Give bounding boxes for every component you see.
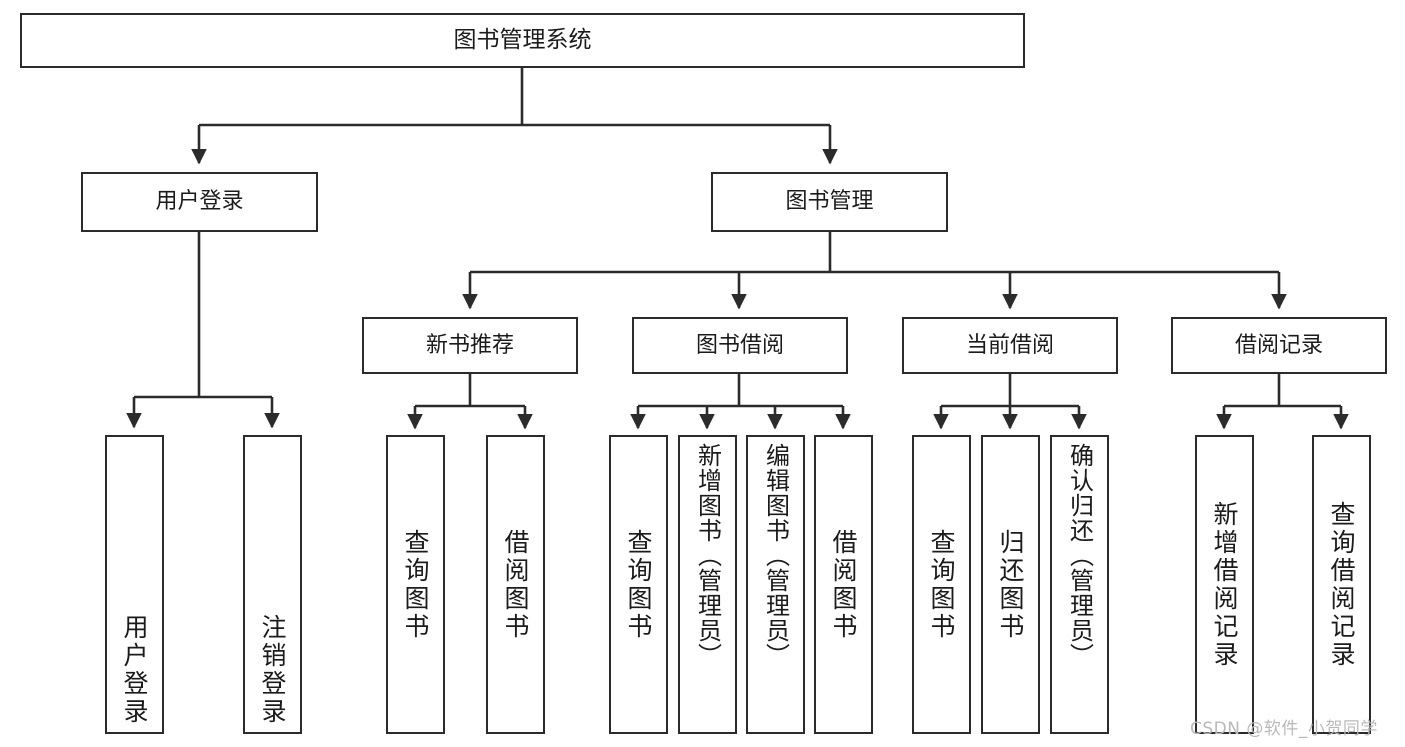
node-book-borrow[interactable]: 图书借阅 [632, 317, 848, 374]
node-leaf-add-book-label: 新增图书（管理员） [693, 443, 722, 668]
node-book-manage[interactable]: 图书管理 [711, 172, 948, 232]
node-book-borrow-label: 图书借阅 [695, 332, 784, 358]
node-leaf-confirm-return[interactable]: 确认归还（管理员） [1050, 435, 1109, 734]
node-new-book-rec-label: 新书推荐 [425, 332, 514, 358]
node-root-label: 图书管理系统 [453, 27, 592, 54]
node-leaf-borrow-book-1[interactable]: 借阅图书 [486, 435, 545, 734]
node-leaf-user-login-label: 用户登录 [120, 614, 149, 726]
node-leaf-query-record-label: 查询借阅记录 [1327, 500, 1356, 669]
watermark: CSDN @软件_小贺同学 [1190, 719, 1378, 739]
node-borrow-record-label: 借阅记录 [1234, 332, 1323, 358]
node-current-borrow-label: 当前借阅 [965, 332, 1054, 358]
node-leaf-borrow-book-1-label: 借阅图书 [501, 528, 530, 641]
node-borrow-record[interactable]: 借阅记录 [1171, 317, 1387, 374]
node-user-login[interactable]: 用户登录 [81, 172, 318, 232]
node-leaf-query-book-1-label: 查询图书 [401, 528, 430, 641]
node-leaf-confirm-return-label: 确认归还（管理员） [1065, 443, 1094, 668]
node-leaf-return-book[interactable]: 归还图书 [981, 435, 1040, 734]
node-leaf-query-book-2[interactable]: 查询图书 [609, 435, 668, 734]
node-leaf-borrow-book-2-label: 借阅图书 [829, 528, 858, 641]
node-leaf-user-logout-label: 注销登录 [258, 614, 287, 726]
node-leaf-query-book-2-label: 查询图书 [624, 528, 653, 641]
node-leaf-query-book-3-label: 查询图书 [927, 528, 956, 641]
node-leaf-user-logout[interactable]: 注销登录 [243, 435, 302, 734]
node-new-book-rec[interactable]: 新书推荐 [362, 317, 578, 374]
node-leaf-add-record-label: 新增借阅记录 [1210, 500, 1239, 669]
node-leaf-edit-book[interactable]: 编辑图书（管理员） [746, 435, 805, 734]
node-leaf-borrow-book-2[interactable]: 借阅图书 [814, 435, 873, 734]
node-root[interactable]: 图书管理系统 [20, 13, 1025, 68]
node-current-borrow[interactable]: 当前借阅 [902, 317, 1118, 374]
node-leaf-query-book-1[interactable]: 查询图书 [386, 435, 445, 734]
node-leaf-add-record[interactable]: 新增借阅记录 [1195, 435, 1254, 734]
node-leaf-add-book[interactable]: 新增图书（管理员） [678, 435, 737, 734]
node-leaf-query-record[interactable]: 查询借阅记录 [1312, 435, 1371, 734]
node-user-login-label: 用户登录 [155, 189, 244, 215]
node-leaf-edit-book-label: 编辑图书（管理员） [761, 443, 790, 668]
node-book-manage-label: 图书管理 [785, 189, 874, 215]
node-leaf-user-login[interactable]: 用户登录 [105, 435, 164, 734]
node-leaf-return-book-label: 归还图书 [996, 528, 1025, 641]
node-leaf-query-book-3[interactable]: 查询图书 [912, 435, 971, 734]
